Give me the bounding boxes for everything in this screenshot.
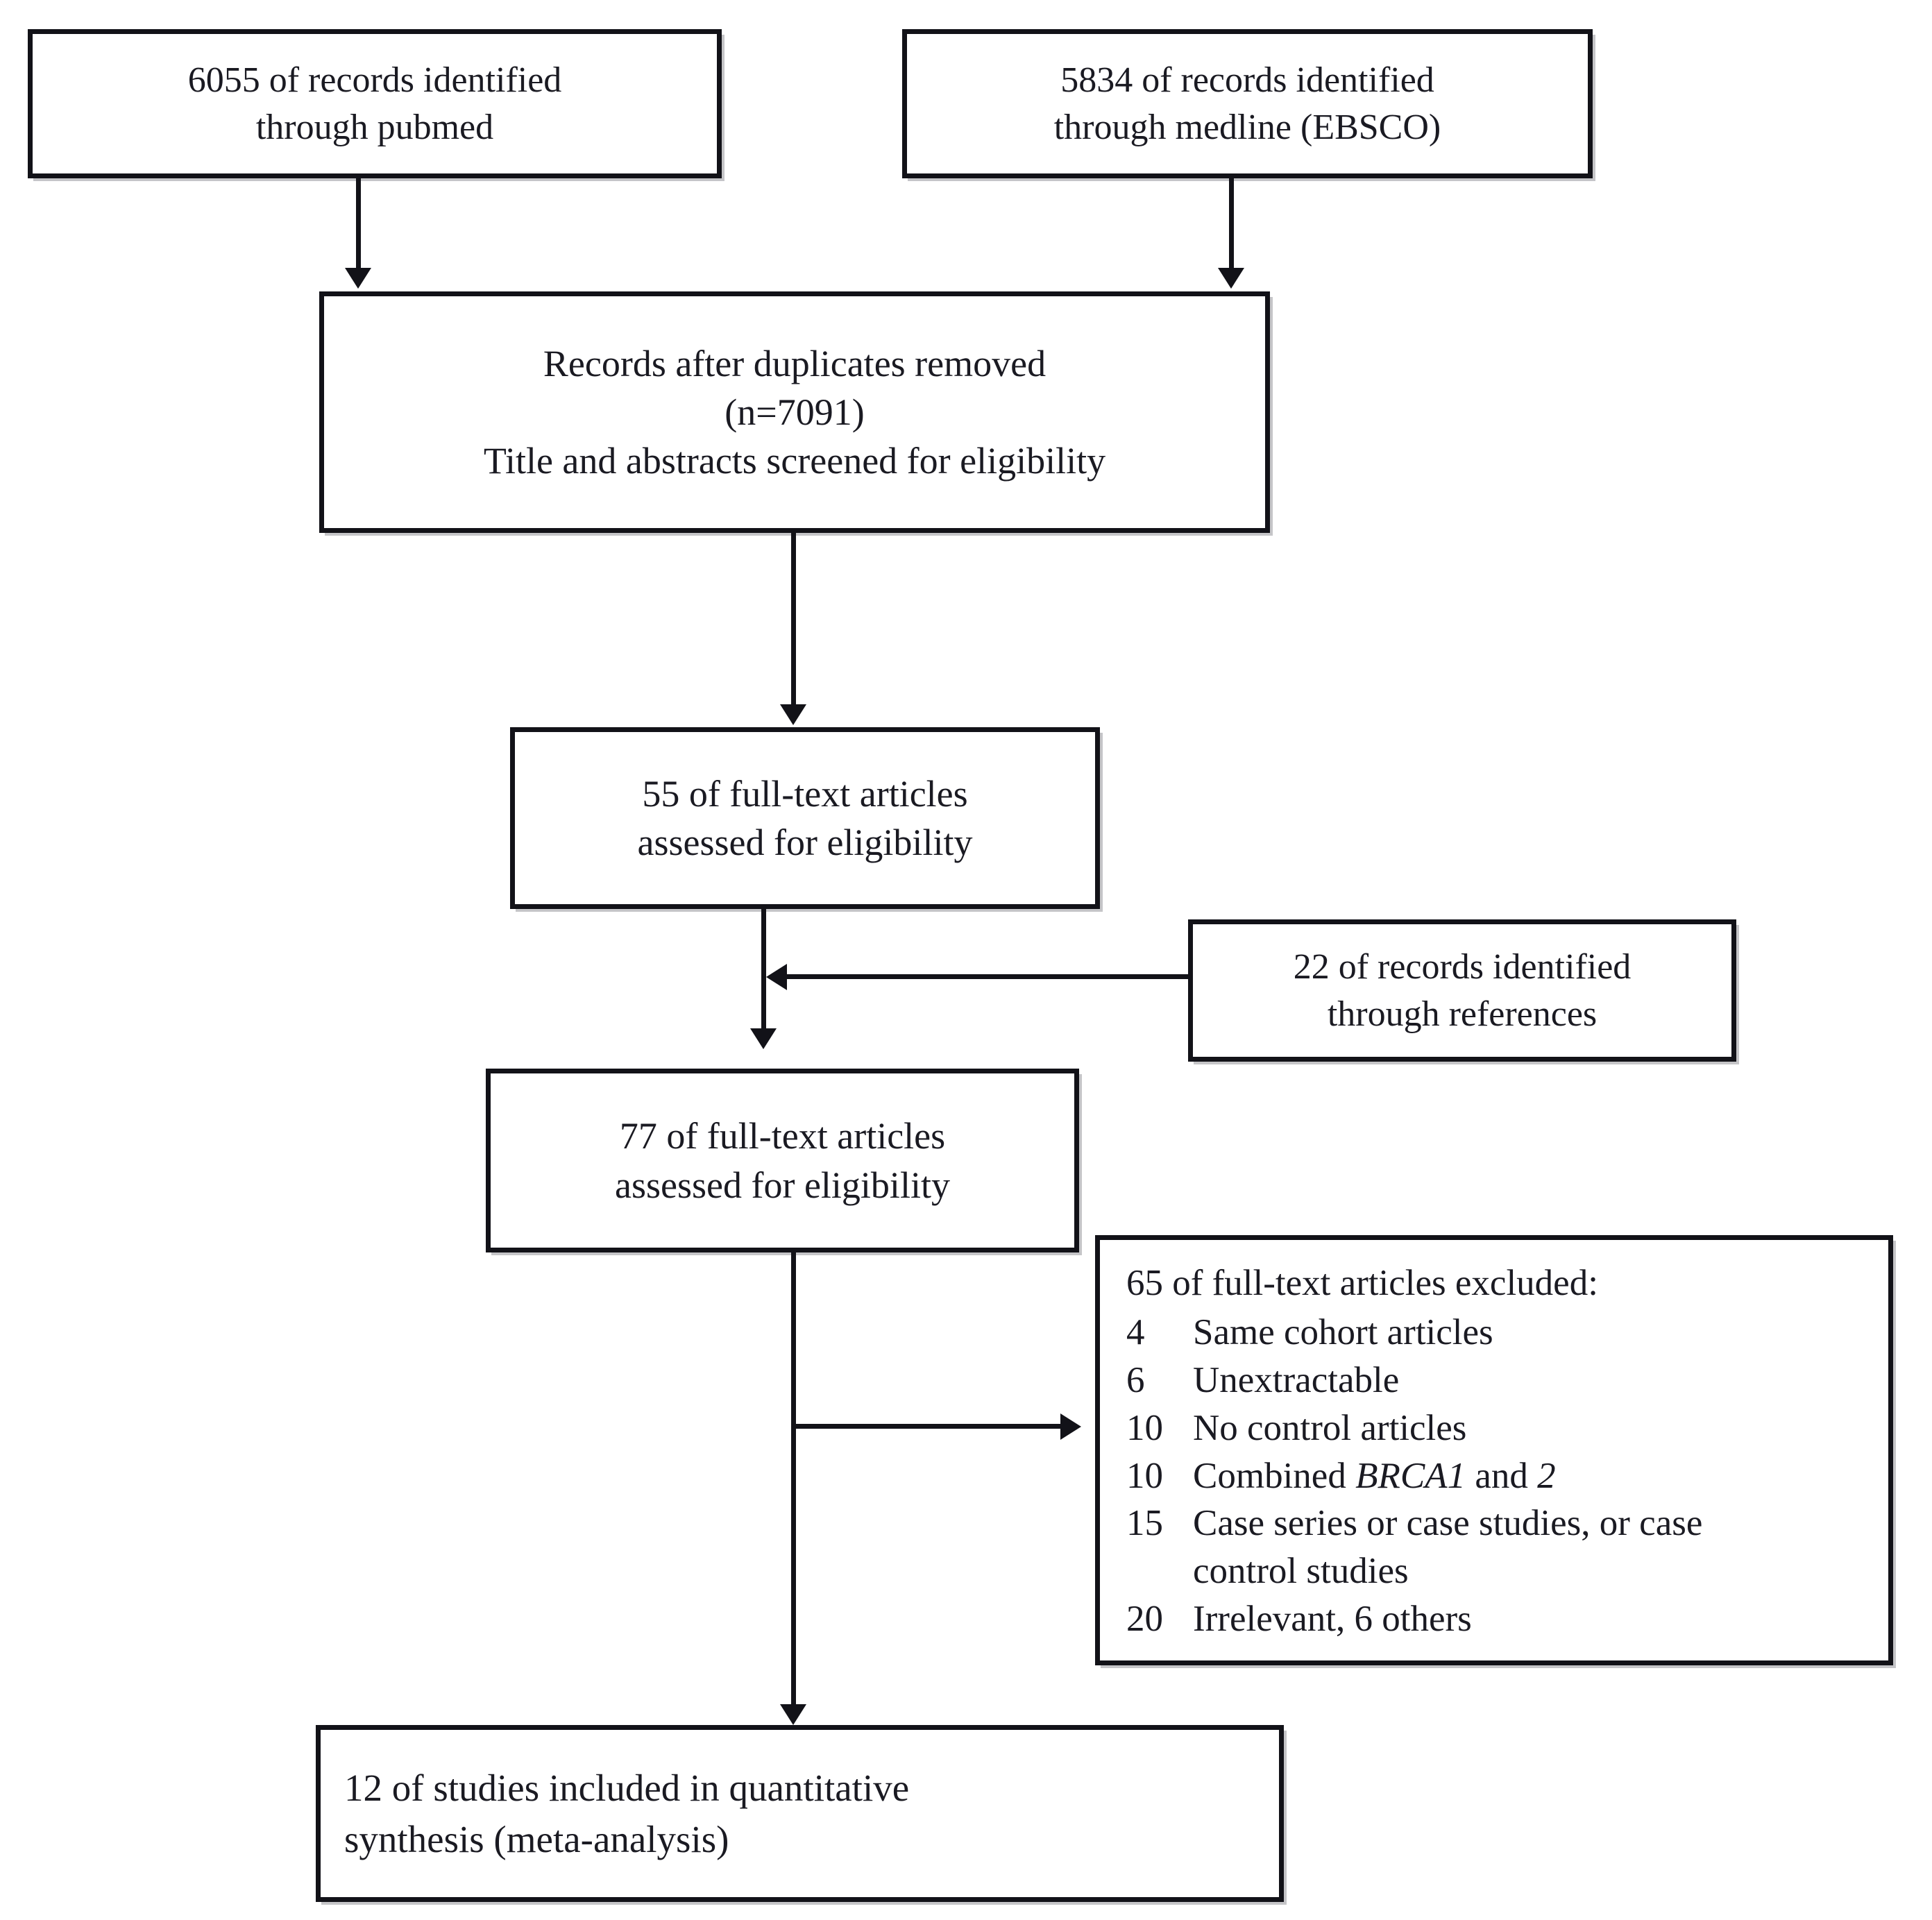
excluded-reason-count: 6: [1126, 1359, 1145, 1400]
arrowhead-fulltext77-to-included: [780, 1704, 806, 1725]
fulltext55-line-2: assessed for eligibility: [637, 822, 973, 863]
arrowhead-pubmed-to-duplicates: [345, 268, 371, 289]
box-records-identified-medline: 5834 of records identified through medli…: [902, 29, 1593, 178]
box-records-identified-pubmed: 6055 of records identified through pubme…: [28, 29, 722, 178]
connector-fulltext77-to-included: [791, 1252, 796, 1707]
connector-fulltext55-to-fulltext77: [761, 909, 766, 1030]
box-studies-included: 12 of studies included in quantitative s…: [316, 1725, 1284, 1902]
excluded-reason-count: 10: [1126, 1455, 1163, 1496]
excluded-reason-count: 4: [1126, 1311, 1145, 1352]
references-line-2: through references: [1327, 994, 1598, 1034]
brca-label-mid: and: [1466, 1455, 1538, 1496]
arrowhead-references-to-trunk: [766, 964, 787, 990]
box-fulltext-articles-excluded: 65 of full-text articles excluded: 4 Sam…: [1095, 1235, 1893, 1665]
fulltext77-line-2: assessed for eligibility: [615, 1164, 950, 1206]
arrowhead-medline-to-duplicates: [1218, 268, 1244, 289]
excluded-reason-label: Unextractable: [1193, 1359, 1400, 1400]
fulltext77-line-1: 77 of full-text articles: [619, 1115, 946, 1157]
box-fulltext-articles-77: 77 of full-text articles assessed for el…: [486, 1069, 1079, 1252]
connector-duplicates-to-fulltext55: [791, 533, 796, 706]
pubmed-line-1: 6055 of records identified: [187, 60, 562, 100]
excluded-reason-label: Case series or case studies, or case: [1193, 1503, 1703, 1544]
excluded-reason-row: 4 Same cohort articles: [1126, 1309, 1874, 1357]
duplicates-line-1: Records after duplicates removed: [543, 342, 1046, 384]
duplicates-line-2: (n=7091): [724, 391, 865, 433]
fulltext55-line-1: 55 of full-text articles: [642, 772, 968, 815]
duplicates-line-3: Title and abstracts screened for eligibi…: [483, 440, 1106, 482]
box-records-after-duplicates-removed: Records after duplicates removed (n=7091…: [319, 291, 1270, 533]
pubmed-line-2: through pubmed: [255, 107, 494, 147]
excluded-heading: 65 of full-text articles excluded:: [1126, 1263, 1598, 1303]
arrowhead-trunk-to-excluded: [1060, 1413, 1081, 1440]
excluded-reason-row: 15 Case series or case studies, or case: [1126, 1500, 1874, 1547]
connector-pubmed-to-duplicates: [356, 178, 361, 270]
medline-line-2: through medline (EBSCO): [1053, 107, 1441, 147]
box-fulltext-articles-55: 55 of full-text articles assessed for el…: [510, 727, 1100, 909]
brca-gene-number: 2: [1537, 1455, 1556, 1496]
connector-trunk-to-excluded: [791, 1424, 1069, 1429]
connector-medline-to-duplicates: [1229, 178, 1234, 270]
excluded-reason-label: No control articles: [1193, 1407, 1467, 1448]
excluded-reason-label-brca: Combined BRCA1 and 2: [1193, 1452, 1874, 1500]
excluded-reason-row: 10 Combined BRCA1 and 2: [1126, 1452, 1874, 1500]
arrowhead-fulltext55-to-fulltext77: [750, 1028, 777, 1049]
excluded-reason-row: 6 Unextractable: [1126, 1357, 1874, 1404]
excluded-reason-label: Same cohort articles: [1193, 1311, 1493, 1352]
included-line-2: synthesis (meta-analysis): [344, 1817, 729, 1860]
brca-gene-name: BRCA1: [1355, 1455, 1466, 1496]
excluded-reason-row: 10 No control articles: [1126, 1404, 1874, 1452]
excluded-reason-count: 20: [1126, 1599, 1163, 1640]
connector-references-to-trunk: [787, 974, 1188, 979]
excluded-reason-count: 10: [1126, 1407, 1163, 1448]
excluded-reason-continuation: control studies: [1193, 1551, 1409, 1592]
included-line-1: 12 of studies included in quantitative: [344, 1766, 910, 1809]
arrowhead-duplicates-to-fulltext55: [780, 704, 806, 725]
excluded-reason-count: 15: [1126, 1503, 1163, 1544]
references-line-1: 22 of records identified: [1293, 946, 1632, 987]
medline-line-1: 5834 of records identified: [1060, 60, 1434, 100]
excluded-reason-row: 20 Irrelevant, 6 others: [1126, 1595, 1874, 1643]
brca-label-pre: Combined: [1193, 1455, 1356, 1496]
box-records-identified-references: 22 of records identified through referen…: [1188, 919, 1736, 1062]
excluded-reason-label: Irrelevant, 6 others: [1193, 1599, 1472, 1640]
